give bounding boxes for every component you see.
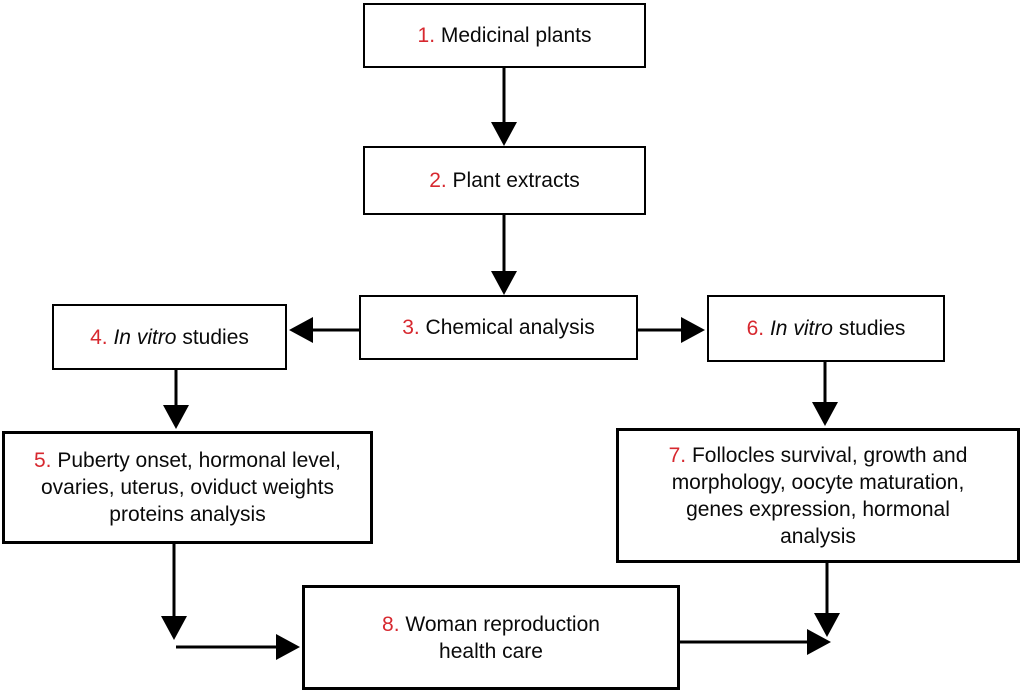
box-6-number: 6. xyxy=(746,317,765,340)
box-1-text: 1. Medicinal plants xyxy=(418,22,592,49)
flow-box-8-woman-reproduction: 8. Woman reproduction health care xyxy=(302,585,680,690)
box-8-number: 8. xyxy=(382,612,400,636)
box-2-number: 2. xyxy=(429,169,447,192)
arrow-5-to-8-head xyxy=(276,634,300,660)
arrow-6-to-7-head xyxy=(812,402,838,426)
box-7-number: 7. xyxy=(668,443,687,467)
box-1-number: 1. xyxy=(417,24,436,47)
box-7-label: Follocles survival, growth and morpholog… xyxy=(671,443,968,548)
flow-box-7-follicles-analysis: 7. Follocles survival, growth and morpho… xyxy=(616,428,1020,563)
box-3-label: Chemical analysis xyxy=(419,316,595,339)
arrow-7-down-head xyxy=(814,613,840,637)
box-6-text: 6. In vitro studies xyxy=(747,315,906,342)
box-8-label: Woman reproduction health care xyxy=(399,612,600,663)
box-5-text: 5. Puberty onset, hormonal level, ovarie… xyxy=(32,447,344,528)
flow-box-1-medicinal-plants: 1. Medicinal plants xyxy=(363,3,646,68)
flow-box-2-plant-extracts: 2. Plant extracts xyxy=(363,146,646,215)
box-3-text: 3. Chemical analysis xyxy=(402,314,595,341)
flow-box-3-chemical-analysis: 3. Chemical analysis xyxy=(359,295,638,360)
box-4-italic-label: In vitro xyxy=(113,325,177,349)
arrow-2-to-3-head xyxy=(491,271,517,295)
box-7-text: 7. Follocles survival, growth and morpho… xyxy=(649,442,987,550)
box-5-number: 5. xyxy=(33,449,52,472)
flow-box-4-in-vitro-studies-left: 4. In vitro studies xyxy=(52,304,287,370)
box-6-italic-label: In vitro xyxy=(769,317,833,340)
box-4-label: studies xyxy=(176,325,249,349)
box-8-text: 8. Woman reproduction health care xyxy=(365,611,617,665)
box-3-number: 3. xyxy=(402,316,420,339)
flow-box-6-in-vitro-studies-right: 6. In vitro studies xyxy=(707,295,945,362)
box-6-label: studies xyxy=(833,317,906,340)
box-1-label: Medicinal plants xyxy=(435,24,592,47)
flow-box-5-puberty-analysis: 5. Puberty onset, hormonal level, ovarie… xyxy=(2,431,373,544)
arrow-5-down-head xyxy=(161,616,187,640)
arrow-4-to-5-head xyxy=(163,405,189,429)
box-2-label: Plant extracts xyxy=(446,169,580,192)
arrow-8-right-head xyxy=(807,629,831,655)
box-4-number: 4. xyxy=(90,325,108,349)
box-4-text: 4. In vitro studies xyxy=(90,324,249,351)
arrow-1-to-2-head xyxy=(491,122,517,146)
arrow-3-to-4-head xyxy=(289,317,313,343)
arrow-3-to-6-head xyxy=(681,317,705,343)
box-2-text: 2. Plant extracts xyxy=(429,167,580,194)
box-5-label: Puberty onset, hormonal level, ovaries, … xyxy=(41,449,341,526)
